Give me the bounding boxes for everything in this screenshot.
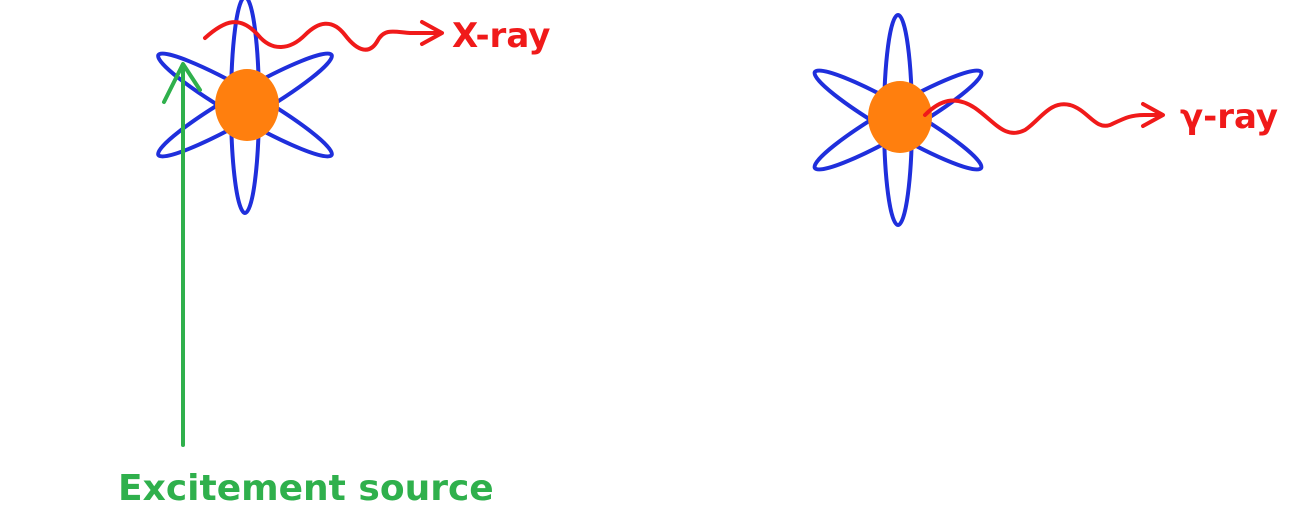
atom-right	[808, 15, 988, 225]
xray-wave-arrow	[205, 22, 442, 50]
gammaray-label: γ-ray	[1180, 97, 1278, 137]
gammaray-wave-arrow	[925, 101, 1163, 133]
xray-wave	[205, 22, 440, 50]
nucleus-right	[868, 81, 932, 153]
gammaray-wave	[925, 101, 1160, 133]
xray-label: X-ray	[452, 16, 550, 56]
excitement-source-label: Excitement source	[118, 468, 494, 508]
nucleus-left	[215, 69, 279, 141]
